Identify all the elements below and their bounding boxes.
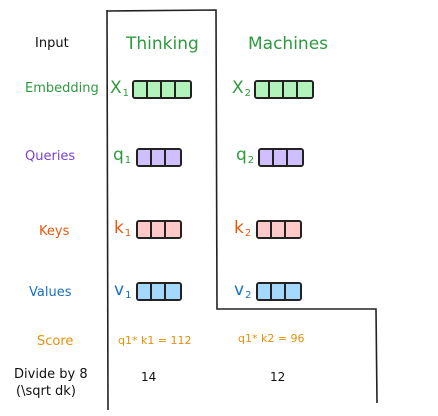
vector-cell [260, 150, 274, 165]
vector-cell [284, 82, 298, 97]
vector-cell [258, 284, 272, 299]
value-vector-v2 [256, 282, 302, 301]
vector-cell [298, 82, 312, 97]
vector-cell [138, 222, 152, 237]
symbol-k2: k2 [234, 218, 252, 239]
score-machines: q1* k2 = 96 [238, 332, 305, 345]
vector-cell [272, 222, 286, 237]
vector-cell [288, 150, 302, 165]
symbol-v2: v2 [234, 280, 252, 301]
symbol-v1: v1 [114, 280, 132, 301]
vector-cell [152, 150, 166, 165]
symbol-q2: q2 [236, 145, 255, 166]
vector-cell [138, 284, 152, 299]
label-score: Score [37, 334, 74, 349]
word-thinking: Thinking [126, 34, 199, 54]
vector-cell [162, 82, 176, 97]
vector-cell [256, 82, 270, 97]
divided-thinking: 14 [141, 370, 157, 384]
vector-cell [286, 284, 300, 299]
vector-cell [258, 222, 272, 237]
vector-cell [152, 222, 166, 237]
embedding-vector-x1 [132, 80, 192, 99]
label-input: Input [35, 36, 69, 51]
embedding-vector-x2 [254, 80, 314, 99]
label-keys: Keys [39, 224, 70, 239]
vector-cell [272, 284, 286, 299]
key-vector-k1 [136, 220, 182, 239]
vector-cell [270, 82, 284, 97]
vector-cell [166, 150, 180, 165]
score-thinking: q1* k1 = 112 [118, 334, 192, 347]
vector-cell [148, 82, 162, 97]
vector-cell [152, 284, 166, 299]
vector-cell [166, 284, 180, 299]
label-embedding: Embedding [25, 81, 99, 96]
label-divide-line2: (\sqrt dk) [16, 384, 76, 399]
divided-machines: 12 [270, 370, 286, 384]
symbol-x2: X2 [232, 78, 252, 99]
symbol-q1: q1 [113, 145, 132, 166]
symbol-x1: X1 [110, 78, 130, 99]
vector-cell [166, 222, 180, 237]
key-vector-k2 [256, 220, 302, 239]
vector-cell [138, 150, 152, 165]
value-vector-v1 [136, 282, 182, 301]
vector-cell [176, 82, 190, 97]
symbol-k1: k1 [114, 218, 132, 239]
label-queries: Queries [25, 149, 76, 164]
vector-cell [134, 82, 148, 97]
vector-cell [274, 150, 288, 165]
label-values: Values [29, 285, 72, 300]
word-machines: Machines [248, 34, 329, 54]
label-divide-line1: Divide by 8 [14, 367, 88, 382]
vector-cell [286, 222, 300, 237]
query-vector-q2 [258, 148, 304, 167]
query-vector-q1 [136, 148, 182, 167]
